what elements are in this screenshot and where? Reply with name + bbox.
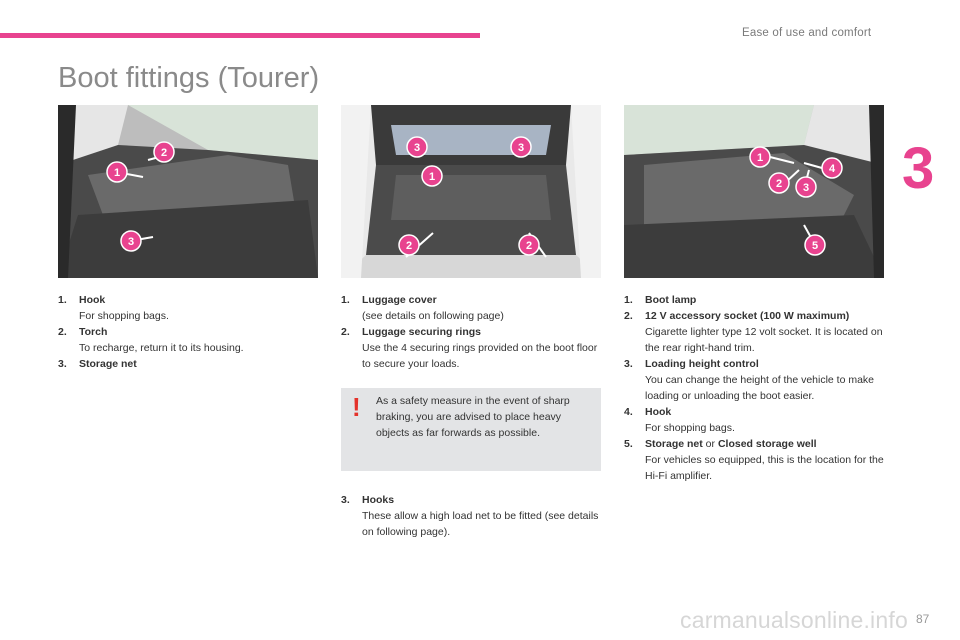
item-title: Storage net <box>79 358 137 370</box>
item-number: 2. <box>624 310 633 322</box>
item-desc: For vehicles so equipped, this is the lo… <box>645 454 884 482</box>
item-desc: For shopping bags. <box>79 310 169 322</box>
item-number: 3. <box>58 358 67 370</box>
callout-label: 1 <box>429 171 435 183</box>
callout-marker: 3 <box>510 136 532 158</box>
callout-label: 2 <box>526 240 532 252</box>
boot-photo-1 <box>58 105 318 278</box>
item-number: 2. <box>341 326 350 338</box>
callout-label: 3 <box>518 142 524 154</box>
item-title: Luggage cover <box>362 294 437 306</box>
chapter-number: 3 <box>902 136 935 201</box>
item-title: Hook <box>645 406 672 418</box>
item-title: Hook <box>79 294 106 306</box>
safety-warning-box: ! As a safety measure in the event of sh… <box>341 388 601 471</box>
figure-2-callouts: 3 3 1 2 2 <box>398 136 547 258</box>
callout-label: 3 <box>128 236 134 248</box>
callout-marker: 2 <box>398 234 420 256</box>
fittings-list-3: 1. Boot lamp 2. 12 V accessory socket (1… <box>624 292 886 484</box>
page-number: 87 <box>916 612 930 626</box>
item-title: Torch <box>79 326 108 338</box>
list-item: 1. Luggage cover (see details on followin… <box>341 292 601 324</box>
item-title: Luggage securing rings <box>362 326 482 338</box>
callout-marker: 1 <box>749 146 771 168</box>
section-title: Ease of use and comfort <box>742 27 872 39</box>
item-number: 5. <box>624 438 633 450</box>
item-number: 3. <box>624 358 633 370</box>
callout-label: 2 <box>406 240 412 252</box>
warning-exclamation-icon: ! <box>352 392 361 422</box>
callout-label: 5 <box>812 240 818 252</box>
item-desc: You can change the height of the vehicle… <box>645 374 875 402</box>
item-number: 1. <box>624 294 633 306</box>
list-item: 2. Torch To recharge, return it to its ho… <box>58 324 318 356</box>
callout-marker: 2 <box>518 234 540 256</box>
callout-marker: 4 <box>821 157 843 179</box>
item-title: Hooks <box>362 494 395 506</box>
item-number: 4. <box>624 406 633 418</box>
callout-marker: 2 <box>153 141 175 163</box>
callout-label: 2 <box>776 178 782 190</box>
item-desc: To recharge, return it to its housing. <box>79 342 244 354</box>
callout-marker: 5 <box>804 234 826 256</box>
callout-marker: 3 <box>120 230 142 252</box>
item-title: Storage net <box>645 438 703 450</box>
item-title-alt: Closed storage well <box>717 438 817 450</box>
item-number: 1. <box>341 294 350 306</box>
figure-1-callouts: 2 1 3 <box>106 141 175 252</box>
item-desc: Cigarette lighter type 12 volt socket. I… <box>645 326 883 354</box>
list-item: 3. Storage net <box>58 356 318 372</box>
item-desc: (see details on following page) <box>362 310 504 322</box>
fittings-list-2: 1. Luggage cover (see details on followin… <box>341 292 601 372</box>
callout-label: 1 <box>757 152 763 164</box>
item-number: 2. <box>58 326 67 338</box>
item-number: 1. <box>58 294 67 306</box>
callout-label: 2 <box>161 147 167 159</box>
list-item: 2. 12 V accessory socket (100 W maximum)… <box>624 308 886 356</box>
callout-marker: 2 <box>768 172 790 194</box>
list-item: 1. Boot lamp <box>624 292 886 308</box>
item-number: 3. <box>341 494 350 506</box>
callout-label: 3 <box>803 182 809 194</box>
callout-label: 1 <box>114 167 120 179</box>
figure-3-callouts: 1 4 2 3 5 <box>749 146 843 256</box>
item-desc: These allow a high load net to be fitted… <box>362 510 599 538</box>
callout-marker: 3 <box>795 176 817 198</box>
boot-photo-2 <box>341 105 601 278</box>
item-title: 12 V accessory socket (100 W maximum) <box>645 310 850 322</box>
callout-marker: 1 <box>106 161 128 183</box>
item-title: Boot lamp <box>645 294 697 306</box>
callout-marker: 1 <box>421 165 443 187</box>
callout-label: 4 <box>829 163 836 175</box>
watermark: carmanualsonline.info <box>680 607 908 633</box>
warning-text: As a safety measure in the event of shar… <box>376 395 570 439</box>
item-desc: For shopping bags. <box>645 422 735 434</box>
page-title: Boot fittings (Tourer) <box>58 62 320 94</box>
item-title: Loading height control <box>645 358 759 370</box>
item-desc: Use the 4 securing rings provided on the… <box>362 342 598 370</box>
callout-marker: 3 <box>406 136 428 158</box>
header-accent-bar <box>0 33 480 38</box>
item-connector: or <box>702 438 718 450</box>
callout-label: 3 <box>414 142 420 154</box>
